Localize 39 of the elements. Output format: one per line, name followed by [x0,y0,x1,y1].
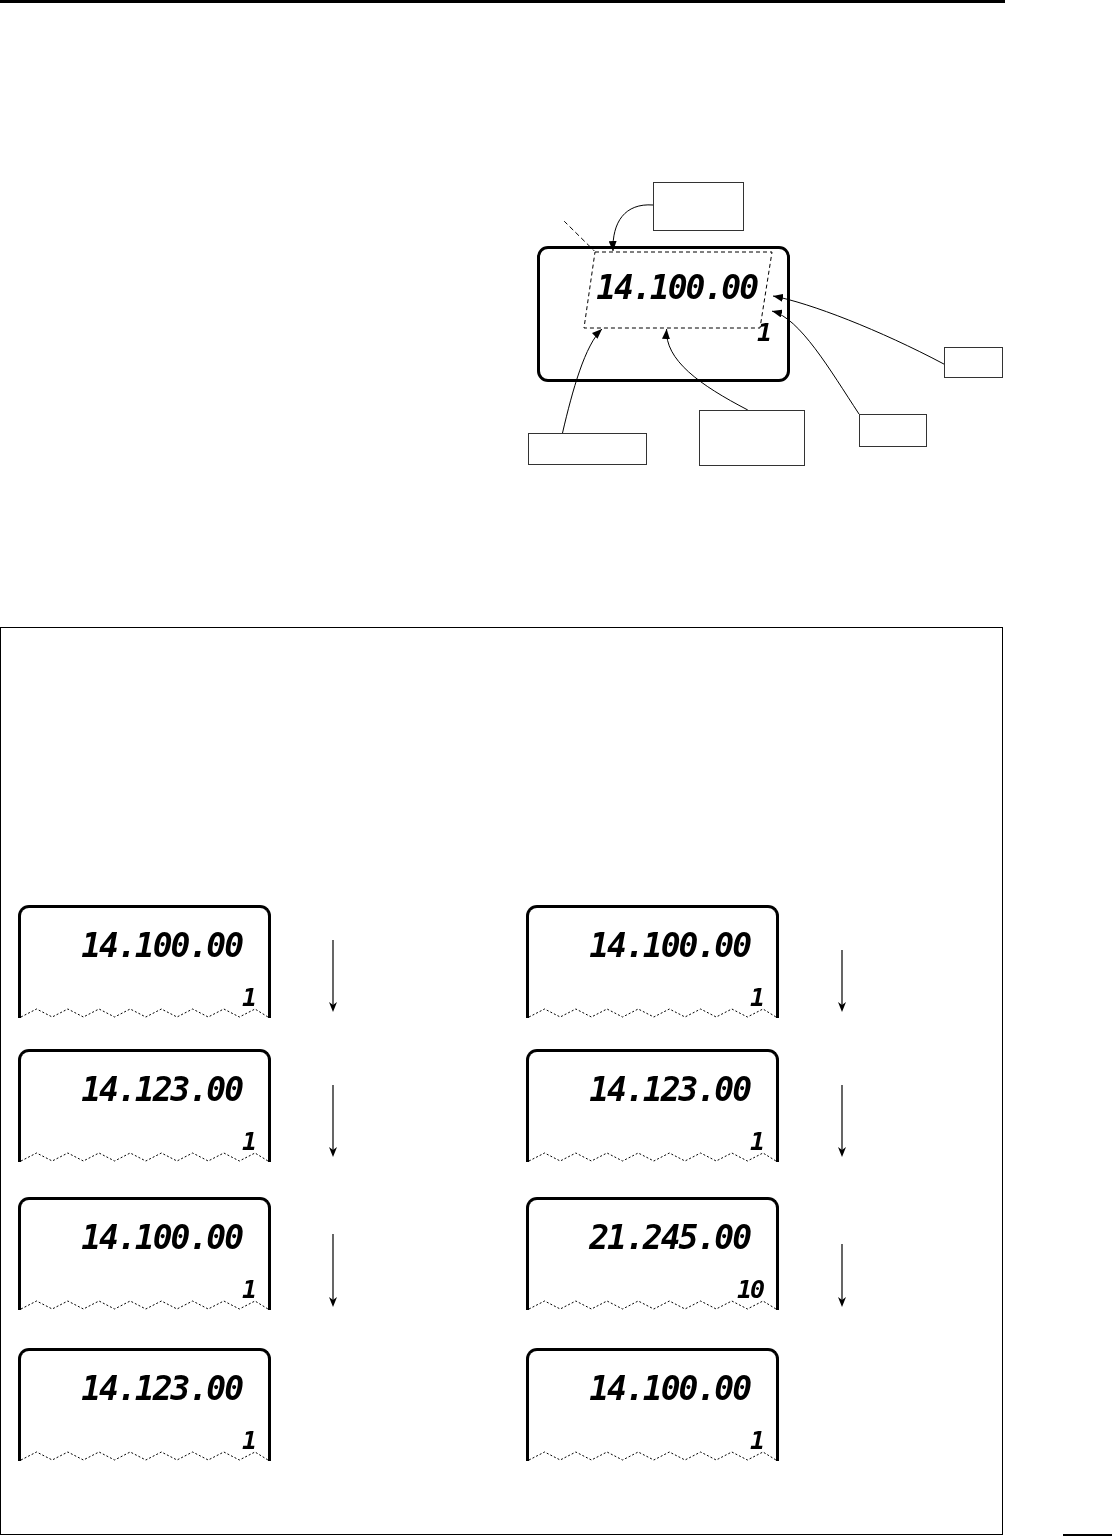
lcd-display [526,905,779,1018]
frequency-readout: 14.100.00 [81,928,244,965]
leader-arrow [772,294,945,365]
leader-arrow [771,310,860,415]
channel-number: 1 [241,984,256,1012]
lcd-display [18,1049,271,1162]
leader-arrow [662,328,749,411]
callout-box [944,347,1003,378]
channel-number: 1 [749,984,764,1012]
channel-number: 10 [736,1276,765,1304]
frequency-readout: 21.245.00 [589,1220,752,1257]
channel-number: 1 [241,1276,256,1304]
callout-box [699,410,805,466]
channel-number: 1 [756,319,771,347]
panel-frame [0,627,1003,1535]
lcd-display [18,1348,271,1461]
frequency-readout: 14.123.00 [589,1072,752,1109]
frequency-readout: 14.123.00 [81,1072,244,1109]
callout-box [528,433,647,465]
frequency-readout: 14.123.00 [81,1371,244,1408]
lcd-display [537,246,790,382]
channel-number: 1 [749,1427,764,1455]
lcd-display [18,1197,271,1310]
lcd-display [526,1348,779,1461]
frequency-readout: 14.100.00 [596,270,759,307]
lcd-display [526,1197,779,1310]
callout-box [653,182,744,231]
channel-number: 1 [241,1128,256,1156]
lcd-display [18,905,271,1018]
channel-number: 1 [241,1427,256,1455]
frequency-readout: 14.100.00 [589,928,752,965]
callout-box [859,414,927,447]
lcd-display [526,1049,779,1162]
leader-arrow [609,204,654,252]
leader-arrow [562,328,603,434]
leader-line [563,220,595,252]
frequency-readout: 14.100.00 [589,1371,752,1408]
channel-number: 1 [749,1128,764,1156]
frequency-readout: 14.100.00 [81,1220,244,1257]
